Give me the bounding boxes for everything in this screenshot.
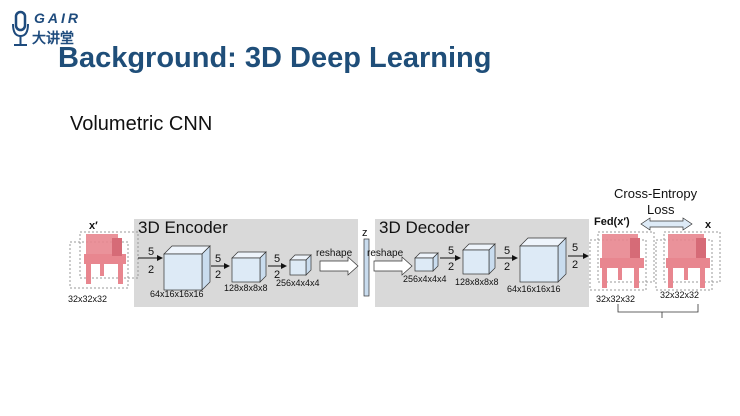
dec-kernel-2: 5: [504, 245, 510, 257]
reshape-label-2: reshape: [367, 248, 404, 259]
loss-double-arrow: [640, 217, 693, 231]
enc-kernel-2: 5: [215, 253, 221, 265]
output-bracket: [617, 304, 699, 313]
enc-cube-2: [231, 251, 267, 283]
latent-z-bar: [363, 238, 370, 297]
output-pred-size: 32x32x32: [596, 294, 635, 304]
enc-kernel-1: 5: [148, 246, 154, 258]
dec-size-3: 64x16x16x16: [507, 284, 561, 294]
loss-label-line2: Loss: [647, 202, 675, 217]
input-size: 32x32x32: [68, 294, 107, 304]
input-label: x′: [89, 220, 98, 232]
dec-cube-2: [462, 243, 496, 275]
enc-size-2: 128x8x8x8: [224, 283, 268, 293]
output-gt-chair: [655, 231, 721, 291]
z-label: z: [362, 227, 368, 239]
dec-stride-1: 2: [448, 261, 454, 273]
output-gt-size: 32x32x32: [660, 290, 699, 300]
enc-kernel-3: 5: [274, 253, 280, 265]
dec-kernel-1: 5: [448, 245, 454, 257]
dec-stride-3: 2: [572, 259, 578, 271]
dec-size-2: 128x8x8x8: [455, 277, 499, 287]
output-pred-label: Fed(x′): [594, 216, 630, 228]
enc-stride-2: 2: [215, 269, 221, 281]
output-gt-label: x: [705, 219, 712, 231]
dec-size-1: 256x4x4x4: [403, 274, 447, 284]
enc-size-1: 64x16x16x16: [150, 289, 204, 299]
logo-text-dajiangtang: 大讲堂: [32, 31, 74, 47]
input-voxel-chair: [69, 231, 139, 289]
dec-cube-3: [519, 237, 567, 283]
enc-cube-3: [289, 254, 312, 276]
dec-stride-2: 2: [504, 261, 510, 273]
enc-stride-3: 2: [274, 269, 280, 281]
reshape-arrow-1: [319, 256, 359, 276]
slide-title: Background: 3D Deep Learning: [58, 42, 492, 74]
decoder-label: 3D Decoder: [379, 218, 470, 237]
enc-cube-1: [163, 245, 211, 291]
reshape-arrow-2: [373, 256, 413, 276]
encoder-label: 3D Encoder: [138, 218, 228, 237]
output-pred-chair: [589, 231, 655, 291]
microphone-icon: [12, 10, 29, 46]
slide-subtitle: Volumetric CNN: [70, 113, 213, 135]
enc-stride-1: 2: [148, 264, 154, 276]
gair-logo: GAIR 大讲堂: [10, 8, 90, 50]
enc-size-3: 256x4x4x4: [276, 278, 320, 288]
dec-kernel-3: 5: [572, 242, 578, 254]
dec-cube-1: [414, 252, 439, 272]
reshape-label-1: reshape: [316, 248, 353, 259]
logo-text-gair: GAIR: [34, 10, 81, 26]
loss-label-line1: Cross-Entropy: [614, 186, 698, 201]
